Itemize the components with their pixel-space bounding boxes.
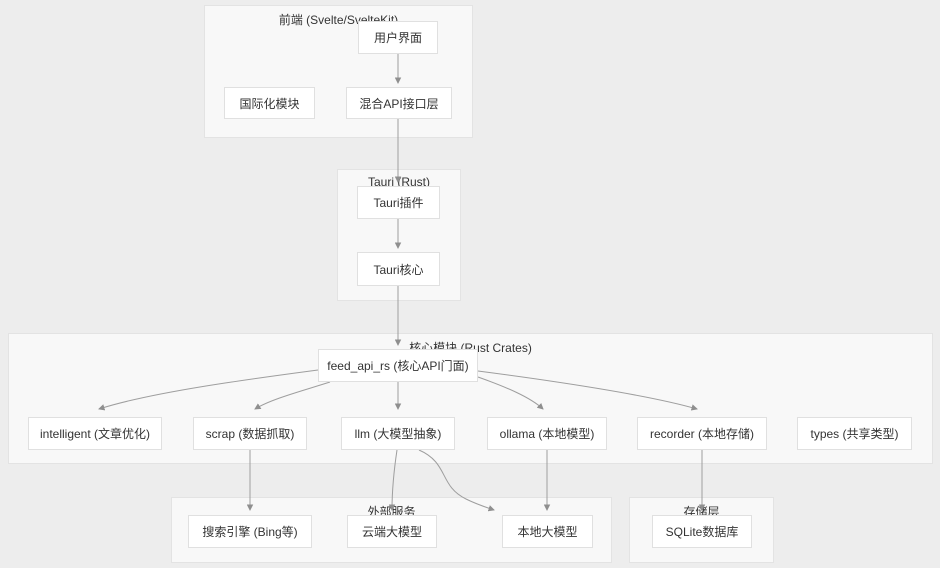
node-user-interface: 用户界面 [358,21,438,54]
node-tauri-core: Tauri核心 [357,252,440,286]
edge-feed-api-to-ollama [477,376,544,410]
edge-llm-to-cloud-llm [388,449,398,511]
node-scrap: scrap (数据抓取) [193,417,307,450]
edge-feed-api-to-recorder [477,370,698,411]
edge-feed-api-to-scrap [254,381,331,410]
edge-llm-to-local-llm [418,449,495,512]
node-intelligent: intelligent (文章优化) [28,417,162,450]
node-i18n-module: 国际化模块 [224,87,315,119]
edge-feed-api-to-intelligent [98,369,319,411]
node-types: types (共享类型) [797,417,912,450]
node-feed-api-rs: feed_api_rs (核心API门面) [318,349,478,382]
node-llm: llm (大模型抽象) [341,417,455,450]
node-sqlite-database: SQLite数据库 [652,515,752,548]
node-cloud-llm: 云端大模型 [347,515,437,548]
node-search-engine: 搜索引擎 (Bing等) [188,515,312,548]
node-tauri-plugin: Tauri插件 [357,186,440,219]
node-ollama: ollama (本地模型) [487,417,607,450]
node-local-llm: 本地大模型 [502,515,593,548]
node-hybrid-api-layer: 混合API接口层 [346,87,452,119]
node-recorder: recorder (本地存储) [637,417,767,450]
